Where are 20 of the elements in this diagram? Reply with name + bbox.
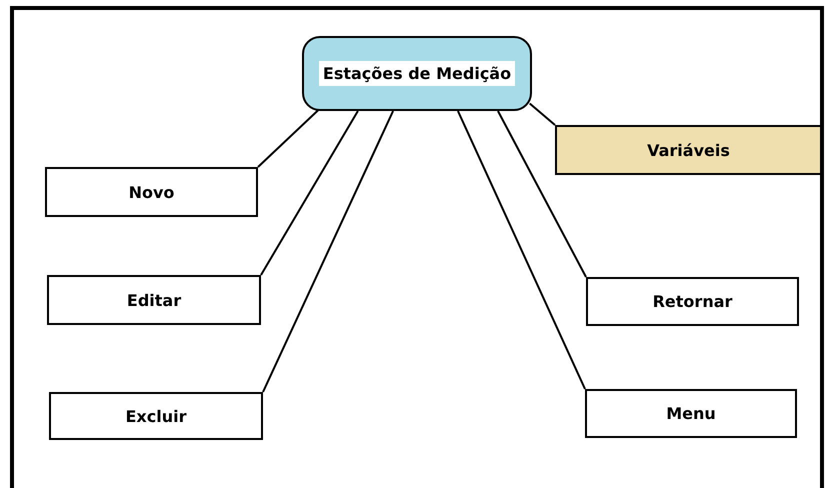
process-box — [555, 125, 822, 175]
connector-line — [529, 102, 556, 126]
process-box — [586, 277, 799, 326]
node-label: Retornar — [652, 292, 732, 311]
node-label: Novo — [128, 182, 174, 202]
connector-line — [257, 110, 319, 168]
process-box — [47, 275, 261, 325]
process-box — [45, 167, 258, 217]
process-box — [49, 392, 263, 440]
node-label: Variáveis — [647, 140, 730, 160]
connector-line — [262, 110, 394, 392]
node-label: Editar — [126, 290, 182, 310]
connector-line — [457, 110, 586, 390]
rounded-box — [302, 36, 532, 111]
node-label: Excluir — [126, 406, 186, 426]
node-label: Estações de Medição — [318, 61, 516, 86]
node-label: Menu — [666, 404, 716, 423]
connector-line — [497, 110, 587, 278]
process-box — [585, 389, 797, 438]
connector-line — [260, 110, 359, 276]
